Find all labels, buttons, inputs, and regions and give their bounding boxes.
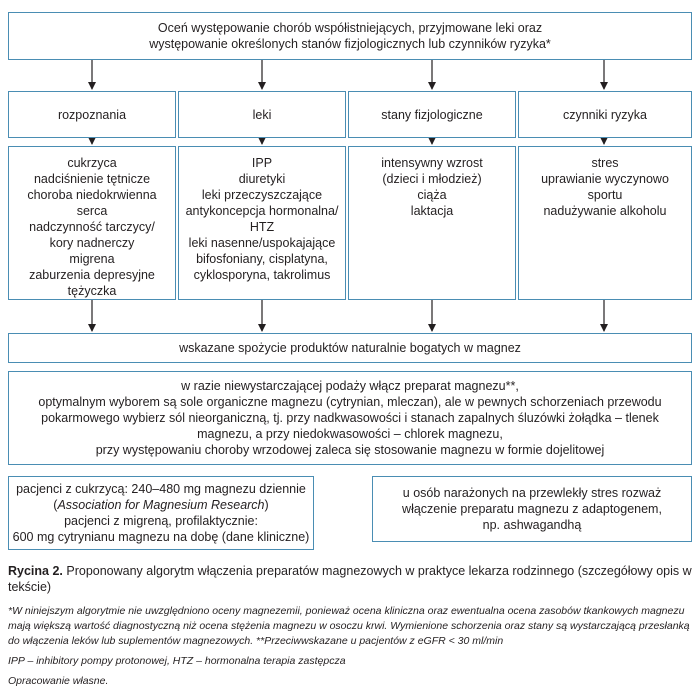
abbreviations: IPP – inhibitory pompy protonowej, HTZ –…	[8, 655, 346, 667]
details-box-leki: IPP diuretyki leki przeczyszczające anty…	[178, 146, 346, 300]
category-label: rozpoznania	[57, 107, 127, 122]
details-box-czynniki-ryzyka: stres uprawianie wyczynowo sportu naduży…	[518, 146, 692, 300]
supplementation-line: w razie niewystarczającej podaży włącz p…	[181, 379, 519, 393]
detail-item: nadużywanie alkoholu	[543, 204, 667, 218]
detail-item: uprawianie wyczynowo	[541, 172, 669, 186]
detail-item: diuretyki	[238, 172, 286, 186]
detail-item: nadczynność tarczycy/	[29, 220, 155, 234]
supplementation-line: przy występowaniu choroby wrzodowej zale…	[95, 443, 605, 457]
detail-item: kory nadnerczy	[49, 236, 135, 250]
dose-source-name: Association for Magnesium Research	[57, 498, 265, 512]
detail-item: zaburzenia depresyjne	[29, 268, 155, 282]
dose-diabetes: pacjenci z cukrzycą: 240–480 mg magnezu …	[16, 482, 306, 496]
supplementation-line: optymalnym wyborem są sole organiczne ma…	[38, 395, 662, 409]
figure-label: Rycina 2.	[8, 564, 63, 578]
figure-caption: Rycina 2. Proponowany algorytm włączenia…	[8, 563, 692, 595]
category-box-rozpoznania: rozpoznania	[8, 91, 176, 138]
category-label: leki	[252, 107, 272, 122]
assessment-box: Oceń występowanie chorób współistniejący…	[8, 12, 692, 60]
detail-item: leki nasenne/uspokajające	[188, 236, 336, 250]
footnote: *W niniejszym algorytmie nie uwzględnion…	[8, 605, 690, 647]
detail-item: nadciśnienie tętnicze	[33, 172, 151, 186]
category-label: stany fizjologiczne	[381, 107, 483, 122]
detail-item: sportu	[587, 188, 623, 202]
details-box-stany-fizjologiczne: intensywny wzrost (dzieci i młodzież) ci…	[348, 146, 516, 300]
stress-box: u osób narażonych na przewlekły stres ro…	[372, 476, 692, 542]
detail-item: cukrzyca	[67, 156, 117, 170]
detail-item: ciąża	[417, 188, 447, 202]
supplementation-line: pokarmowego wybierz sól nieorganiczną, t…	[41, 411, 659, 425]
detail-item: bifosfoniany, cisplatyna,	[196, 252, 328, 266]
details-box-rozpoznania: cukrzyca nadciśnienie tętnicze choroba n…	[8, 146, 176, 300]
detail-item: leki przeczyszczające	[201, 188, 323, 202]
detail-item: choroba niedokrwienna	[27, 188, 157, 202]
detail-item: (dzieci i młodzież)	[382, 172, 482, 186]
category-box-leki: leki	[178, 91, 346, 138]
dose-source: (Association for Magnesium Research)	[53, 498, 269, 512]
detail-item: stres	[591, 156, 619, 170]
dose-migraine: pacjenci z migreną, profilaktycznie:	[64, 514, 258, 528]
detail-item: laktacja	[410, 204, 454, 218]
figure-title: Proponowany algorytm włączenia preparató…	[8, 564, 692, 594]
supplementation-box: w razie niewystarczającej podaży włącz p…	[8, 371, 692, 465]
assessment-line-2: występowanie określonych stanów fizjolog…	[149, 37, 551, 51]
dose-migraine-amount: 600 mg cytrynianu magnezu na dobę (dane …	[12, 530, 310, 544]
assessment-line-1: Oceń występowanie chorób współistniejący…	[157, 21, 543, 35]
stress-line: np. ashwagandhą	[482, 518, 582, 532]
detail-item: cyklosporyna, takrolimus	[193, 268, 331, 282]
detail-item: intensywny wzrost	[381, 156, 483, 170]
detail-item: tężyczka	[67, 284, 117, 298]
recommendation-box: wskazane spożycie produktów naturalnie b…	[8, 333, 692, 363]
category-box-czynniki-ryzyka: czynniki ryzyka	[518, 91, 692, 138]
dose-box: pacjenci z cukrzycą: 240–480 mg magnezu …	[8, 476, 314, 550]
recommendation-text: wskazane spożycie produktów naturalnie b…	[179, 341, 521, 355]
detail-item: IPP	[251, 156, 273, 170]
source-note: Opracowanie własne.	[8, 675, 109, 687]
detail-item: antykoncepcja hormonalna/	[185, 204, 339, 218]
detail-item: migrena	[69, 252, 115, 266]
stress-line: u osób narażonych na przewlekły stres ro…	[402, 486, 662, 500]
detail-item: serca	[76, 204, 108, 218]
supplementation-line: magnezu, a przy niedokwasowości – chlore…	[197, 427, 503, 441]
stress-line: włączenie preparatu magnezu z adaptogene…	[402, 502, 662, 516]
category-label: czynniki ryzyka	[562, 107, 648, 122]
category-box-stany-fizjologiczne: stany fizjologiczne	[348, 91, 516, 138]
detail-item: HTZ	[249, 220, 275, 234]
